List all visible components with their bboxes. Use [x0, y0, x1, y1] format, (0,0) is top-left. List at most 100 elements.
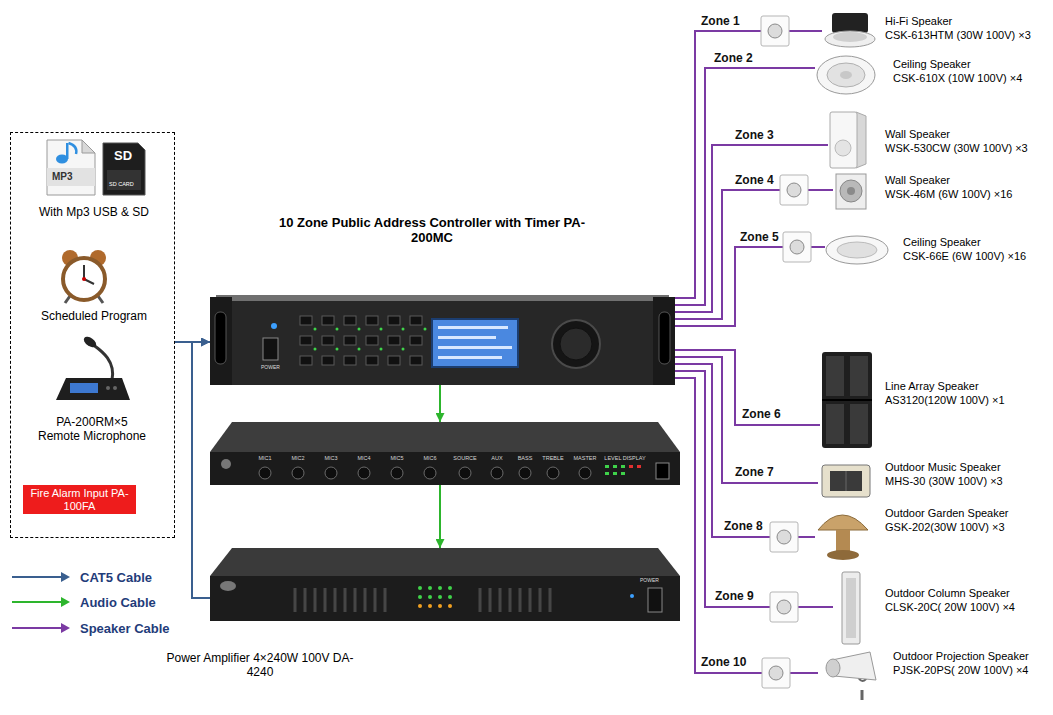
mixer-unit: MIC1MIC2MIC3MIC4MIC5MIC6 SOURCEAUXBASSTRE…	[210, 422, 680, 485]
cable-line	[675, 145, 828, 312]
mp3-icon	[47, 140, 95, 195]
panel-label: POWER	[640, 578, 659, 584]
line-array-speaker	[822, 352, 872, 448]
speaker-model: CSK-613HTM (30W 100V) ×3	[885, 29, 1031, 42]
speaker-name: Ceiling Speaker	[893, 58, 971, 71]
speaker-model: CSK-610X (10W 100V) ×4	[893, 72, 1022, 85]
wall-speaker-small	[836, 174, 866, 209]
zone-label: Zone 2	[712, 52, 755, 65]
icon-text: MP3	[52, 171, 73, 182]
speaker-model: PJSK-20PS( 20W 100V) ×4	[893, 664, 1028, 677]
speaker-unit: Line Array SpeakerAS3120(120W 100V) ×1	[820, 350, 1008, 450]
speaker-name: Ceiling Speaker	[903, 236, 981, 249]
alarm-input-box: Fire Alarm Input PA-100FA	[23, 485, 136, 514]
legend-text: Audio Cable	[80, 595, 156, 610]
panel-label: MIC2	[283, 455, 313, 461]
device-caption: Power Amplifier 4×240W 100V DA-4240	[160, 652, 360, 680]
speaker-model: AS3120(120W 100V) ×1	[885, 394, 1005, 407]
speaker-unit: Wall SpeakerWSK-530CW (30W 100V) ×3	[828, 112, 1031, 170]
panel-label: MIC1	[250, 455, 280, 461]
amplifier-device	[210, 548, 680, 621]
panel-label: AUX	[482, 455, 512, 461]
speaker-model: WSK-530CW (30W 100V) ×3	[885, 142, 1028, 155]
legend-arrows	[12, 572, 70, 633]
panel-label: MIC4	[349, 455, 379, 461]
mixer-device	[210, 422, 680, 485]
cable-line	[675, 378, 818, 673]
cable-line	[439, 385, 441, 422]
cable-line	[675, 68, 815, 305]
speaker-unit: Outdoor Garden SpeakerGSK-202(30W 100V) …	[815, 503, 1012, 561]
speaker-model: WSK-46M (6W 100V) ×16	[885, 188, 1012, 201]
speaker-name: Outdoor Column Speaker	[885, 587, 1010, 600]
speaker-unit: Ceiling SpeakerCSK-66E (6W 100V) ×16	[825, 230, 1030, 270]
controller-device	[210, 295, 675, 385]
panel-label: MIC6	[415, 455, 445, 461]
feature-group: With Mp3 USB & SD Scheduled ProgramPA-200…	[10, 132, 175, 538]
speaker-unit: Outdoor Column SpeakerCLSK-20C( 20W 100V…	[833, 570, 1018, 646]
zone-label: Zone 1	[699, 15, 742, 28]
alarm-text: Fire Alarm Input PA-100FA	[27, 487, 132, 512]
speaker-name: Wall Speaker	[885, 128, 950, 141]
amplifier-unit: Power Amplifier 4×240W 100V DA-4240	[210, 548, 680, 621]
cable-line	[675, 371, 833, 607]
zone-label: Zone 5	[738, 231, 781, 244]
zone-label: Zone 6	[740, 408, 783, 421]
projection-speaker	[826, 652, 876, 700]
alarm-clock-icon	[62, 250, 106, 303]
cable-line	[675, 350, 820, 425]
cable-line	[675, 31, 822, 298]
icon-text: SD	[114, 149, 132, 163]
speaker-model: MHS-30 (30W 100V) ×3	[885, 475, 1003, 488]
column-speaker	[842, 572, 860, 644]
caption-text: With Mp3 USB & SD	[19, 206, 169, 220]
zone-label: Zone 3	[733, 129, 776, 142]
speaker-name: Line Array Speaker	[885, 380, 979, 393]
speaker-unit: Ceiling SpeakerCSK-610X (10W 100V) ×4	[815, 52, 1026, 98]
cable-line	[439, 485, 441, 548]
volume-knobs	[768, 24, 804, 680]
cable-line	[675, 357, 818, 483]
caption-text: PA-200RM×5 Remote Microphone	[36, 416, 148, 444]
microphone-icon	[56, 335, 130, 400]
speaker-model: CLSK-20C( 20W 100V) ×4	[885, 601, 1015, 614]
hifi-speaker	[825, 13, 875, 47]
cable-line	[192, 342, 210, 598]
garden-speaker	[818, 515, 868, 560]
speaker-model: GSK-202(30W 100V) ×3	[885, 521, 1005, 534]
panel-label: MIC3	[316, 455, 346, 461]
wall-speaker	[830, 112, 866, 168]
panel-label: TREBLE	[538, 455, 568, 461]
zone-label: Zone 7	[733, 466, 776, 479]
volume-controls	[761, 16, 811, 688]
caption-text: Scheduled Program	[19, 310, 169, 324]
panel-label: SOURCE	[450, 455, 480, 461]
panel-label: BASS	[510, 455, 540, 461]
speaker-unit: Outdoor Music SpeakerMHS-30 (30W 100V) ×…	[818, 460, 1006, 502]
panel-label: MASTER	[570, 455, 600, 461]
zone-label: Zone 8	[722, 520, 765, 533]
controller-unit: 10 Zone Public Address Controller with T…	[210, 295, 675, 385]
speaker-unit: Wall SpeakerWSK-46M (6W 100V) ×16	[833, 172, 1016, 212]
legend-text: Speaker Cable	[80, 621, 170, 636]
music-horn-speaker	[822, 465, 870, 497]
ceiling-speaker-flat	[826, 236, 888, 264]
device-title: 10 Zone Public Address Controller with T…	[272, 216, 592, 246]
zone-label: Zone 10	[699, 656, 748, 669]
panel-label: POWER	[261, 365, 280, 371]
speaker-model: CSK-66E (6W 100V) ×16	[903, 250, 1026, 263]
speaker-name: Outdoor Projection Speaker	[893, 650, 1029, 663]
speaker-unit: Hi-Fi SpeakerCSK-613HTM (30W 100V) ×3	[822, 12, 1034, 52]
speaker-name: Outdoor Garden Speaker	[885, 507, 1009, 520]
speaker-unit: Outdoor Projection SpeakerPJSK-20PS( 20W…	[818, 642, 1032, 702]
speaker-name: Hi-Fi Speaker	[885, 15, 952, 28]
ceiling-speaker	[817, 56, 875, 94]
cable-line	[675, 190, 833, 319]
speaker-name: Outdoor Music Speaker	[885, 461, 1001, 474]
zone-label: Zone 4	[733, 174, 776, 187]
icon-text: SD CARD	[109, 181, 134, 187]
panel-label: MIC5	[382, 455, 412, 461]
sd-card-icon	[103, 143, 145, 195]
zone-label: Zone 9	[713, 590, 756, 603]
